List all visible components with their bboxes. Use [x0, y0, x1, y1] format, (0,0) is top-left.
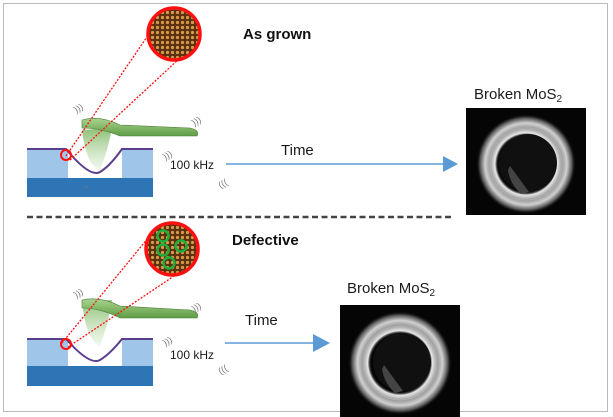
time-label: Time [245, 312, 278, 329]
panel-as-grown: ))) ))) ))) ))) ≈ [27, 6, 458, 197]
mos2-membrane [27, 148, 153, 174]
result-label-subscript: 2 [429, 288, 436, 299]
magnified-lattice [146, 6, 202, 62]
heading-as-grown: As grown [243, 26, 312, 43]
vibration-icon: ))) [161, 335, 174, 348]
panel-defective: ))) ))) ))) ))) [27, 221, 330, 386]
vibration-icon: ))) [72, 102, 85, 115]
zoom-spot [60, 338, 72, 350]
time-label: Time [281, 142, 314, 159]
result-label-text: Broken MoS [474, 86, 557, 103]
zoom-line-right [69, 57, 181, 161]
zoom-spot [60, 149, 72, 161]
zoom-line-left [65, 27, 154, 157]
vibration-icon: ))) [161, 149, 174, 162]
magnified-lattice [144, 221, 200, 277]
mos2-membrane [27, 338, 153, 362]
sem-image [466, 108, 586, 215]
afm-cantilever [81, 298, 198, 346]
vibration-icon: ≈ [84, 183, 89, 192]
afm-cantilever [81, 118, 198, 170]
sem-image [340, 305, 460, 417]
sem-image-graphic [348, 311, 452, 415]
afm-tip [82, 128, 112, 170]
result-label-text: Broken MoS [347, 280, 430, 297]
result-label: Broken MoS2 [347, 280, 435, 299]
vibration-icon: ))) [217, 178, 230, 191]
result-label-subscript: 2 [556, 94, 563, 105]
cantilever-beam [81, 118, 198, 137]
frequency-label: 100 kHz [170, 158, 215, 172]
arrow-right-icon [313, 334, 330, 352]
substrate-base [27, 178, 153, 197]
vibration-icon: ))) [217, 364, 230, 377]
arrow-right-icon [443, 156, 458, 172]
heading-defective: Defective [232, 232, 299, 249]
sem-image-graphic [476, 114, 576, 214]
vibration-icon: ))) [190, 115, 203, 128]
defect-marker-icon [156, 229, 188, 270]
vibration-icon: ))) [72, 287, 85, 300]
zoom-line-left [61, 231, 154, 344]
vibration-icon: ))) [190, 301, 203, 314]
result-label: Broken MoS2 [474, 86, 562, 105]
frequency-label: 100 kHz [170, 348, 215, 362]
substrate [27, 148, 153, 197]
substrate [27, 338, 153, 386]
zoom-line-right [67, 271, 181, 348]
